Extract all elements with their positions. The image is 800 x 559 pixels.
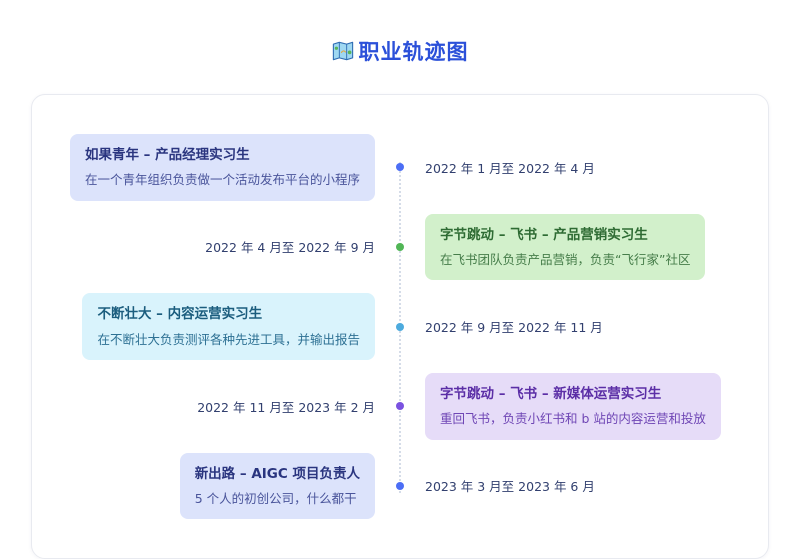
timeline-card: 不断壮大 – 内容运营实习生 在不断壮大负责测评各种先进工具，并输出报告 <box>82 293 375 360</box>
timeline-item: 如果青年 – 产品经理实习生 在一个青年组织负责做一个活动发布平台的小程序 20… <box>50 134 750 201</box>
card-desc: 5 个人的初创公司，什么都干 <box>194 490 357 506</box>
timeline-dot <box>396 402 404 411</box>
card-title: 字节跳动 – 飞书 – 产品营销实习生 <box>440 226 648 243</box>
timeline-dot <box>396 242 404 251</box>
timeline: 如果青年 – 产品经理实习生 在一个青年组织负责做一个活动发布平台的小程序 20… <box>50 134 750 520</box>
timeline-panel: 如果青年 – 产品经理实习生 在一个青年组织负责做一个活动发布平台的小程序 20… <box>31 94 769 559</box>
timeline-dot <box>396 163 404 172</box>
timeline-dot <box>396 481 404 490</box>
timeline-date: 2022 年 9 月至 2022 年 11 月 <box>425 320 603 336</box>
timeline-item: 2022 年 4 月至 2022 年 9 月 字节跳动 – 飞书 – 产品营销实… <box>50 213 750 281</box>
timeline-card: 字节跳动 – 飞书 – 新媒体运营实习生 重回飞书，负责小红书和 b 站的内容运… <box>425 372 721 440</box>
timeline-item: 不断壮大 – 内容运营实习生 在不断壮大负责测评各种先进工具，并输出报告 202… <box>50 293 750 360</box>
card-title: 不断壮大 – 内容运营实习生 <box>97 306 263 323</box>
card-desc: 重回飞书，负责小红书和 b 站的内容运营和投放 <box>440 411 706 427</box>
timeline-card: 新出路 – AIGC 项目负责人 5 个人的初创公司，什么都干 <box>179 452 375 520</box>
page-title: 职业轨迹图 <box>358 40 469 64</box>
timeline-dot <box>396 322 404 331</box>
card-title: 如果青年 – 产品经理实习生 <box>84 147 250 163</box>
card-desc: 在一个青年组织负责做一个活动发布平台的小程序 <box>84 172 360 188</box>
card-desc: 在飞书团队负责产品营销，负责“飞行家”社区 <box>440 251 691 267</box>
card-desc: 在不断壮大负责测评各种先进工具，并输出报告 <box>97 331 360 347</box>
timeline-item: 新出路 – AIGC 项目负责人 5 个人的初创公司，什么都干 2023 年 3… <box>50 452 750 520</box>
timeline-item: 2022 年 11 月至 2023 年 2 月 字节跳动 – 飞书 – 新媒体运… <box>50 372 750 440</box>
timeline-date: 2023 年 3 月至 2023 年 6 月 <box>425 479 595 495</box>
timeline-date: 2022 年 4 月至 2022 年 9 月 <box>205 240 375 256</box>
timeline-card: 字节跳动 – 飞书 – 产品营销实习生 在飞书团队负责产品营销，负责“飞行家”社… <box>425 213 706 281</box>
card-title: 新出路 – AIGC 项目负责人 <box>194 465 360 482</box>
timeline-date: 2022 年 11 月至 2023 年 2 月 <box>197 399 375 415</box>
map-icon <box>332 40 354 62</box>
page-header: 职业轨迹图 <box>0 0 800 66</box>
card-title: 字节跳动 – 飞书 – 新媒体运营实习生 <box>440 385 662 402</box>
timeline-date: 2022 年 1 月至 2022 年 4 月 <box>425 160 595 176</box>
timeline-card: 如果青年 – 产品经理实习生 在一个青年组织负责做一个活动发布平台的小程序 <box>69 134 375 201</box>
